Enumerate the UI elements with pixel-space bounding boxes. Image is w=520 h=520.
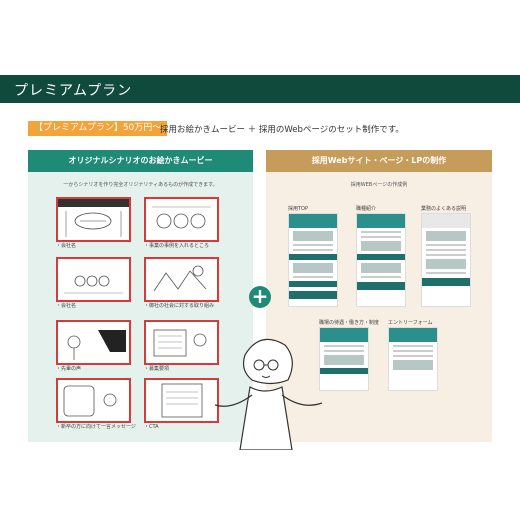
web-page-label: 職種紹介 xyxy=(356,206,377,212)
movie-thumbnail xyxy=(144,257,219,302)
web-panel-title: 採用Webサイト・ページ・LPの制作 xyxy=(266,150,492,172)
thumbnail-caption: ・事業の事例を入れるところ xyxy=(144,243,210,249)
web-page-label: 採用TOP xyxy=(288,206,309,212)
movie-panel: オリジナルシナリオのお絵かきムービー 一からシナリオを作り完全オリジナリティある… xyxy=(28,150,253,442)
movie-panel-note: 一からシナリオを作り完全オリジナリティあるものが作成できます。 xyxy=(63,182,218,188)
thumbnail-caption: ・募集要項 xyxy=(144,366,170,372)
movie-thumbnail xyxy=(56,197,131,242)
movie-panel-title: オリジナルシナリオのお絵かきムービー xyxy=(28,150,253,172)
web-panel-subtitle: 採用WEBページの作成例 xyxy=(350,182,408,188)
web-page-mockup xyxy=(319,327,369,391)
movie-thumbnail xyxy=(56,257,131,302)
thumbnail-caption: ・CTA xyxy=(144,424,159,430)
web-page-mockup xyxy=(421,213,471,307)
thumbnail-caption: ・新卒の方に向けて一言メッセージ xyxy=(56,424,136,430)
movie-thumbnail xyxy=(56,320,131,365)
plan-header-bar: プレミアムプラン xyxy=(0,75,520,103)
thumbnail-caption: ・会社名 xyxy=(56,303,77,309)
sketch-illustration xyxy=(64,275,123,294)
sketch-illustration xyxy=(152,206,211,229)
plan-description: 採用お絵かきムービー ＋ 採用のWebページのセット制作です。 xyxy=(160,125,404,135)
movie-thumbnail xyxy=(144,320,219,365)
web-page-mockup xyxy=(388,327,438,391)
thumbnail-caption: ・会社名 xyxy=(56,243,77,249)
sketch-illustration xyxy=(161,383,203,418)
thumbnail-caption: ・御社の社会に対する取り組み xyxy=(144,303,215,309)
thumbnail-caption: ・先輩の声 xyxy=(56,366,82,372)
sketch-illustration xyxy=(153,265,207,292)
web-panel: 採用Webサイト・ページ・LPの制作 採用WEBページの作成例 採用TOP 職種… xyxy=(266,150,492,442)
page-title: プレミアムプラン xyxy=(14,83,133,99)
movie-thumbnail xyxy=(144,378,219,423)
sketch-illustration xyxy=(63,385,117,417)
plan-price-tag: 【プレミアムプラン】50万円〜 xyxy=(28,121,168,136)
movie-thumbnail xyxy=(56,378,131,423)
woman-illustration-icon xyxy=(214,338,323,450)
sketch-illustration xyxy=(153,329,207,357)
web-page-label: 職場の待遇・働き方・制度 xyxy=(319,320,380,326)
web-page-mockup xyxy=(288,213,338,307)
web-page-mockup xyxy=(356,213,406,307)
movie-thumbnail xyxy=(144,197,219,242)
plus-icon: + xyxy=(249,286,271,308)
web-page-label: エントリーフォーム xyxy=(388,320,433,326)
web-page-label: 業務のよくある説明 xyxy=(421,206,467,212)
sketch-illustration xyxy=(58,199,129,237)
sketch-illustration xyxy=(67,330,126,360)
